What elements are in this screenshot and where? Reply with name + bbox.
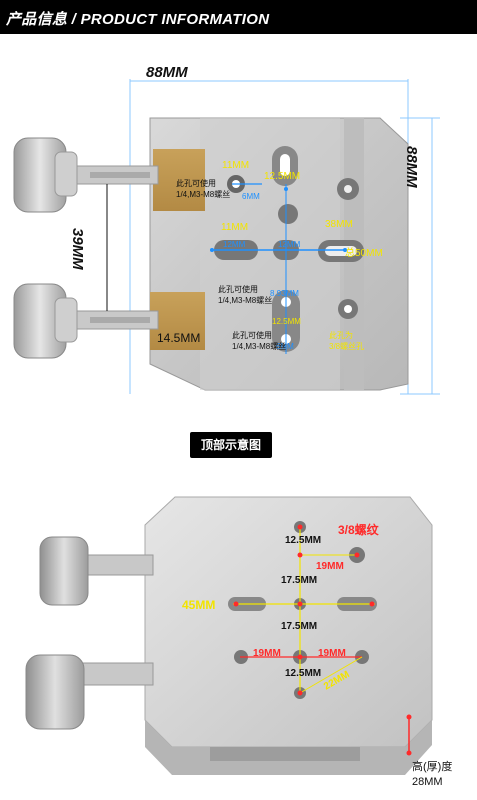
dim-6mm-b: 6MM [276, 342, 294, 351]
bottom-view-drawing [25, 496, 433, 775]
note-3: 此孔可使用 1/4,M3-M8螺丝 [232, 330, 286, 352]
dim-17-5mm-b: 17.5MM [281, 621, 318, 632]
dim-11mm-left: 11MM [221, 222, 249, 233]
dim-19mm-left: 19MM [253, 648, 281, 659]
dim-12-5mm-top: 12.5MM [285, 535, 322, 546]
dim-12mm-a: 12MM [223, 240, 246, 249]
bottom-view-section: 12.5MM 3/8螺纹 19MM 17.5MM 45MM 17.5MM 19M… [0, 485, 477, 800]
page-header: 产品信息 / PRODUCT INFORMATION [0, 0, 477, 34]
note-3-line-1: 此孔可使用 [232, 331, 272, 340]
note-1-line-1: 此孔可使用 [176, 179, 216, 188]
dim-8-93mm: 8.93MM [270, 289, 299, 298]
note-1-line-2: 1/4,M3-M8螺丝 [176, 190, 231, 199]
dim-6mm-a: 6MM [242, 192, 260, 201]
dim-19mm-right: 19MM [316, 561, 344, 572]
dim-17-5mm-a: 17.5MM [281, 575, 318, 586]
section-badge: 顶部示意图 [190, 432, 272, 458]
note-3-line-2: 1/4,M3-M8螺丝 [232, 342, 287, 351]
top-view-drawing [13, 79, 440, 395]
height-label: 88MM [403, 146, 420, 188]
dim-11mm-top: 11MM [222, 160, 250, 171]
height-note: 高(厚)度 28MM [412, 756, 452, 788]
width-label: 88MM [146, 64, 188, 81]
dim-total-50mm: 总50MM [345, 248, 383, 259]
dim-12-5mm: 12.5MM [264, 171, 301, 182]
spacing-label: 39MM [69, 228, 86, 270]
dim-38mm: 38MM [325, 219, 353, 230]
height-note-line-2: 28MM [412, 776, 443, 788]
slot-label: 14.5MM [157, 331, 201, 345]
note-4-line-2: 3/8螺丝孔 [329, 342, 365, 351]
note-2: 此孔可使用 1/4,M3-M8螺丝 [218, 284, 272, 306]
dim-12-5mm-b: 12.5MM [272, 317, 301, 326]
note-2-line-2: 1/4,M3-M8螺丝 [218, 296, 273, 305]
note-4: 此孔为 3/8螺丝孔 [329, 330, 364, 352]
height-note-line-1: 高(厚)度 [412, 761, 453, 773]
dim-12-5mm-bottom: 12.5MM [285, 668, 322, 679]
note-2-line-1: 此孔可使用 [218, 285, 258, 294]
dim-3-8-thread: 3/8螺纹 [338, 523, 379, 537]
note-1: 此孔可使用 1/4,M3-M8螺丝 [176, 178, 230, 200]
note-4-line-1: 此孔为 [329, 331, 353, 340]
dim-12mm-b: 12MM [278, 240, 301, 249]
top-view-section: 88MM 88MM 39MM 14.5MM 11MM 12.5MM 11MM 3… [0, 34, 477, 420]
dim-19mm-right-b: 19MM [318, 648, 346, 659]
dim-45mm: 45MM [182, 598, 216, 612]
header-title: 产品信息 / PRODUCT INFORMATION [6, 11, 270, 28]
